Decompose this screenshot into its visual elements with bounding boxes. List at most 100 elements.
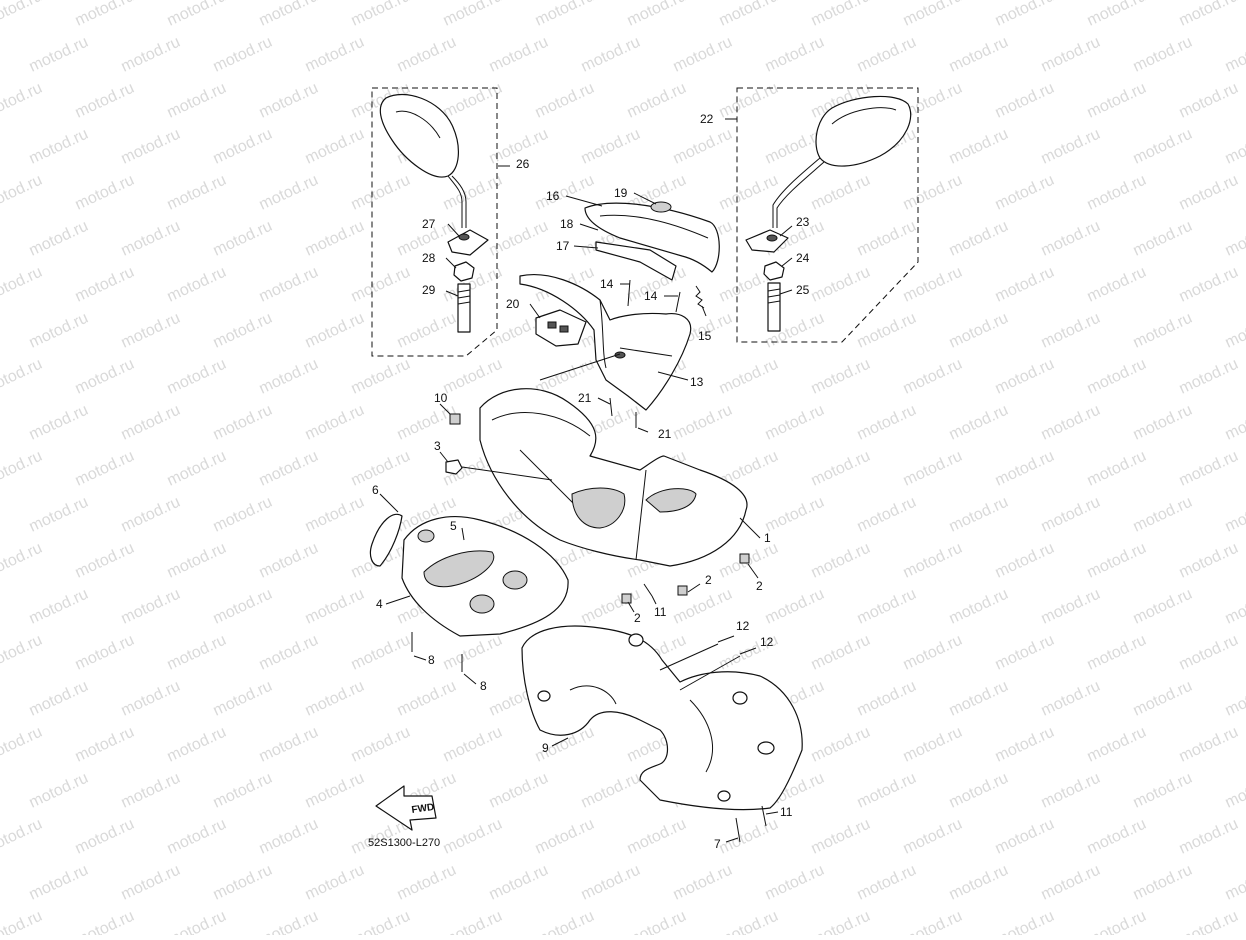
- watermark-text: motod.ru: [1085, 172, 1149, 214]
- watermark-text: motod.ru: [487, 218, 551, 260]
- watermark-text: motod.ru: [855, 586, 919, 628]
- watermark-text: motod.ru: [625, 908, 689, 935]
- watermark-text: motod.ru: [717, 908, 781, 935]
- callout-12a: 12: [736, 619, 750, 633]
- watermark-text: motod.ru: [211, 402, 275, 444]
- watermark-text: motod.ru: [809, 448, 873, 490]
- watermark-text: motod.ru: [165, 0, 229, 30]
- watermark-text: motod.ru: [349, 172, 413, 214]
- watermark-text: motod.ru: [1177, 632, 1241, 674]
- watermark-text: motod.ru: [1131, 494, 1195, 536]
- watermark-text: motod.ru: [855, 862, 919, 904]
- screw-12a: [659, 643, 719, 671]
- watermark-text: motod.ru: [211, 586, 275, 628]
- watermark-text: motod.ru: [303, 218, 367, 260]
- watermark-text: motod.ru: [1177, 356, 1241, 398]
- watermark-text: motod.ru: [257, 356, 321, 398]
- watermark-text: motod.ru: [625, 816, 689, 858]
- meter-holder: [519, 274, 692, 411]
- callout-27: 27: [422, 217, 436, 231]
- watermark-text: motod.ru: [901, 632, 965, 674]
- watermark-text: motod.ru: [487, 862, 551, 904]
- watermark-text: motod.ru: [1131, 218, 1195, 260]
- watermark-text: motod.ru: [211, 34, 275, 76]
- watermark-text: motod.ru: [27, 310, 91, 352]
- watermark-text: motod.ru: [1177, 816, 1241, 858]
- watermark-text: motod.ru: [993, 172, 1057, 214]
- watermark-text: motod.ru: [1131, 586, 1195, 628]
- watermark-text: motod.ru: [809, 356, 873, 398]
- watermark-text: motod.ru: [165, 172, 229, 214]
- watermark-text: motod.ru: [303, 586, 367, 628]
- watermark-text: motod.ru: [993, 540, 1057, 582]
- watermark-text: motod.ru: [625, 0, 689, 30]
- watermark-text: motod.ru: [1131, 402, 1195, 444]
- watermark-text: motod.ru: [395, 402, 459, 444]
- watermark-text: motod.ru: [0, 172, 45, 214]
- watermark-text: motod.ru: [533, 908, 597, 935]
- fwd-arrow: FWD: [375, 785, 437, 831]
- watermark-text: motod.ru: [1131, 678, 1195, 720]
- watermark-text: motod.ru: [349, 264, 413, 306]
- callout-labels: 1 2 2 2 3 4 5 6 7 8 8 9 10 11 11 12 12 1…: [372, 112, 810, 851]
- watermark-text: motod.ru: [901, 908, 965, 935]
- callout-25: 25: [796, 283, 810, 297]
- cover-5-panel: [423, 550, 495, 588]
- watermark-text: motod.ru: [349, 908, 413, 935]
- watermark-text: motod.ru: [947, 586, 1011, 628]
- watermark-text: motod.ru: [1131, 770, 1195, 812]
- front-cover-vent: [571, 487, 626, 529]
- watermark-text: motod.ru: [855, 310, 919, 352]
- watermark-text: motod.ru: [533, 80, 597, 122]
- fasteners: [411, 553, 759, 685]
- watermark-text: motod.ru: [763, 34, 827, 76]
- watermark-text: motod.ru: [349, 632, 413, 674]
- watermark-text: motod.ru: [671, 126, 735, 168]
- watermark-text: motod.ru: [1085, 448, 1149, 490]
- watermark-text: motod.ru: [165, 264, 229, 306]
- watermark-text: motod.ru: [1177, 908, 1241, 935]
- watermark-text: motod.ru: [165, 908, 229, 935]
- meter-cover-trim: [595, 241, 677, 281]
- watermark-text: motod.ru: [1039, 678, 1103, 720]
- watermark-text: motod.ru: [211, 678, 275, 720]
- watermark-text: motod.ru: [303, 678, 367, 720]
- watermark-text: motod.ru: [1131, 34, 1195, 76]
- watermark-text: motod.ru: [1039, 402, 1103, 444]
- watermark-text: motod.ru: [441, 80, 505, 122]
- watermark-text: motod.ru: [1131, 862, 1195, 904]
- watermark-text: motod.ru: [27, 586, 91, 628]
- right-mirror-head: [815, 95, 912, 167]
- watermark-text: motod.ru: [625, 80, 689, 122]
- watermark-text: motod.ru: [119, 126, 183, 168]
- callout-15: 15: [698, 329, 712, 343]
- watermark-text: motod.ru: [1085, 80, 1149, 122]
- watermark-text: motod.ru: [993, 816, 1057, 858]
- watermark-text: motod.ru: [993, 632, 1057, 674]
- watermark-text: motod.ru: [947, 218, 1011, 260]
- callout-28: 28: [422, 251, 436, 265]
- watermark-text: motod.ru: [809, 540, 873, 582]
- watermark-text: motod.ru: [165, 540, 229, 582]
- watermark-text: motod.ru: [717, 172, 781, 214]
- watermark-text: motod.ru: [0, 0, 45, 30]
- callout-18: 18: [560, 217, 574, 231]
- callout-6: 6: [372, 483, 379, 497]
- watermark-text: motod.ru: [1177, 448, 1241, 490]
- watermark-text: motod.ru: [579, 862, 643, 904]
- nut-2a: [739, 553, 750, 564]
- watermark-text: motod.ru: [211, 126, 275, 168]
- watermark-text: motod.ru: [27, 678, 91, 720]
- callout-8b: 8: [480, 679, 487, 693]
- watermark-text: motod.ru: [1131, 310, 1195, 352]
- watermark-text: motod.ru: [303, 862, 367, 904]
- screw-7: [735, 817, 741, 843]
- watermark-text: motod.ru: [119, 310, 183, 352]
- watermark-text: motod.ru: [1223, 218, 1246, 260]
- side-cover-4: [401, 516, 569, 637]
- right-mirror-group: [725, 87, 919, 343]
- meter-cover-assembly: [519, 192, 720, 433]
- callout-11b: 11: [780, 805, 793, 819]
- callout-1: 1: [764, 531, 771, 545]
- watermark-text: motod.ru: [855, 494, 919, 536]
